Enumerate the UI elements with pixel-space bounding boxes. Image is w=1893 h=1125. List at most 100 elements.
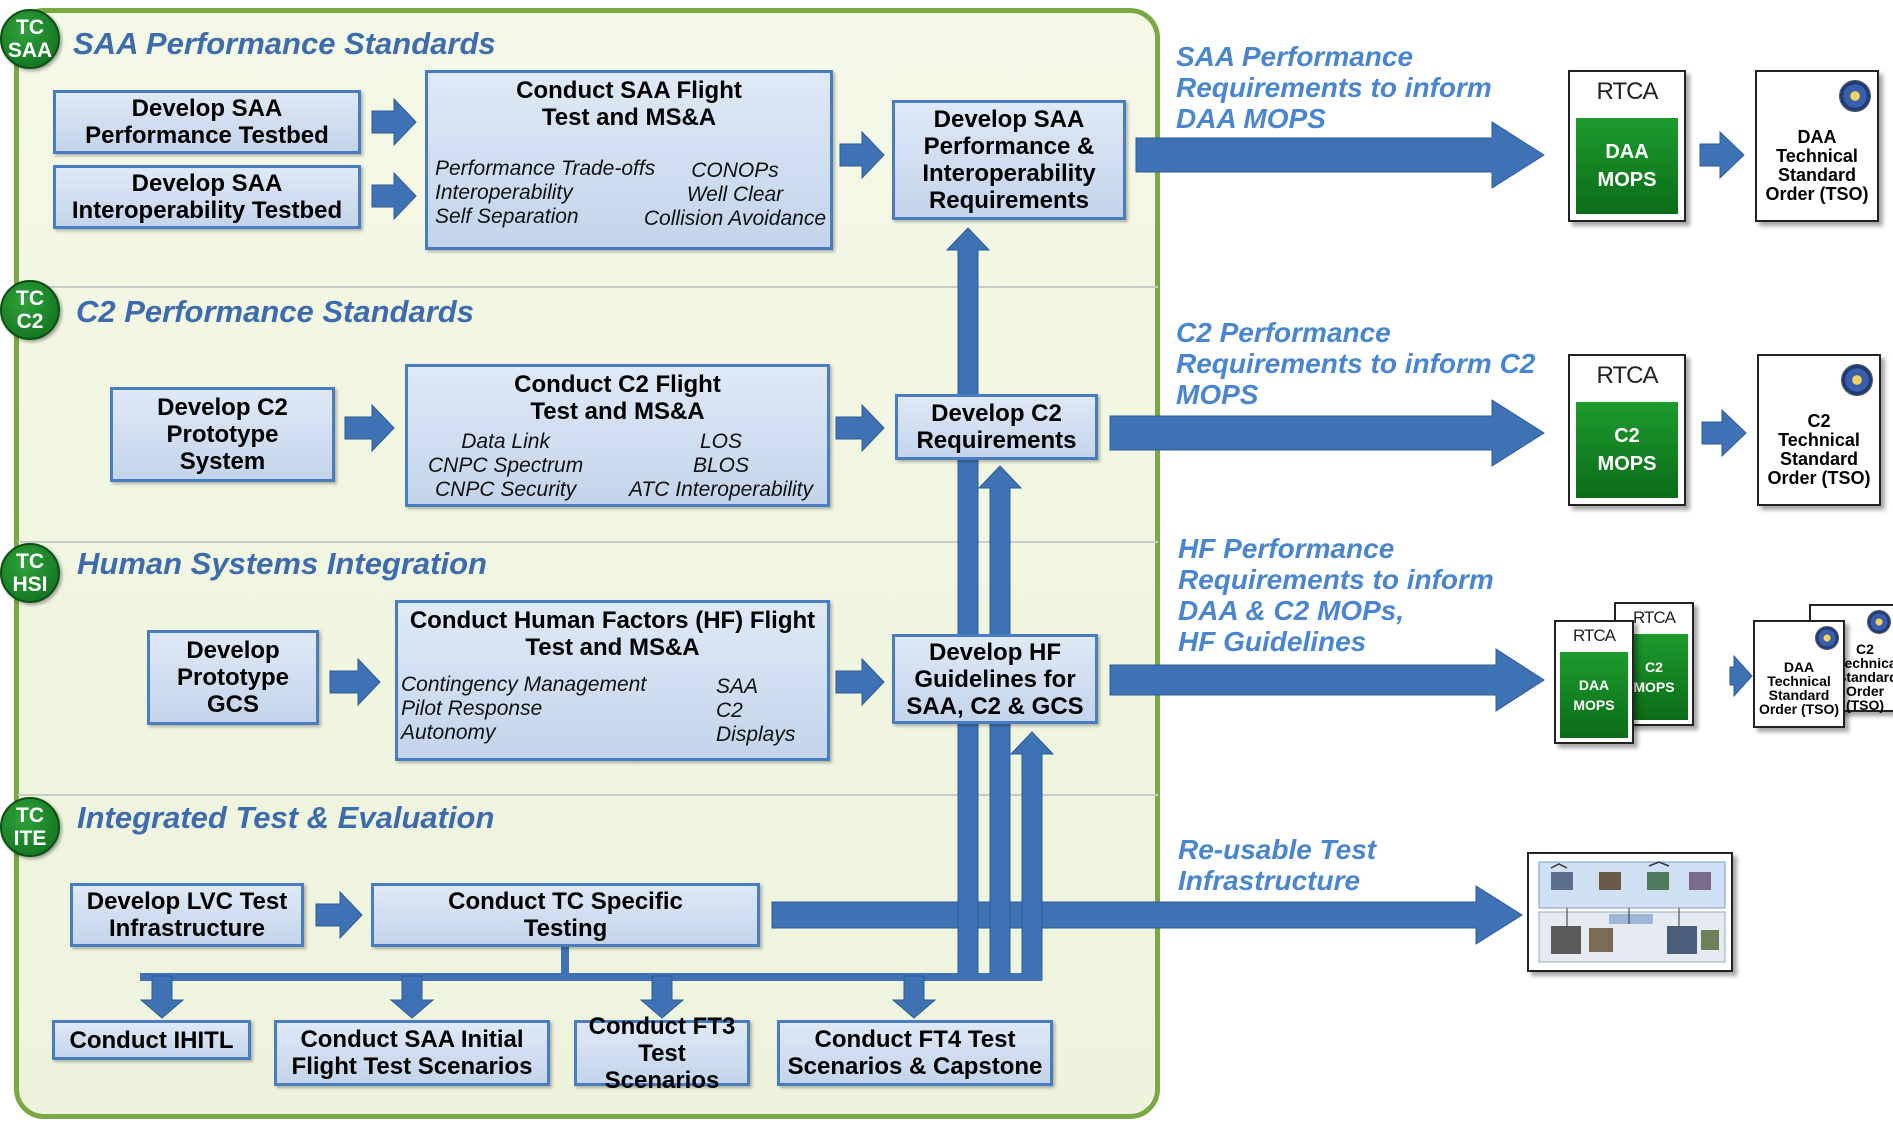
tso-line: Technical: [1778, 430, 1860, 450]
tso-label: C2 Technical Standard Order (TSO): [1837, 642, 1893, 712]
tso-line: DAA: [1783, 659, 1815, 675]
topic-item: ATC Interoperability: [628, 478, 813, 501]
tc-specific-testing-box: Conduct TC Specific Testing: [371, 883, 760, 947]
tso-line: Standard: [1768, 687, 1830, 703]
topic-item: Autonomy: [401, 721, 496, 744]
down-arrow: [139, 975, 185, 1019]
topic-item: Collision Avoidance: [643, 207, 826, 230]
section-title-hsi: Human Systems Integration: [77, 546, 487, 581]
output-arrow-hf: [1109, 648, 1545, 712]
tso-line: DAA: [1797, 127, 1837, 147]
box-title: Conduct Human Factors (HF) Flight Test a…: [409, 607, 816, 661]
tso-line: Order (TSO): [1765, 184, 1869, 204]
saa-interoperability-testbed-box: Develop SAA Interoperability Testbed: [53, 165, 361, 229]
tso-line: C2: [1807, 411, 1831, 431]
mops-cover: DAA MOPS: [1576, 118, 1678, 214]
output-hf-text: HF Performance Requirements to inform DA…: [1178, 533, 1494, 657]
tc-c2-badge: TC C2: [0, 280, 60, 340]
riser-arrow: [945, 227, 991, 981]
topic-item: CONOPs: [691, 159, 779, 182]
c2-flight-test-box: Conduct C2 Flight Test and MS&A Data Lin…: [405, 364, 830, 507]
topic-item: Self Separation: [435, 205, 579, 228]
box-label: Develop C2 Requirements: [916, 400, 1077, 454]
badge-line: TC: [16, 804, 44, 827]
box-label: Conduct FT3 Test Scenarios: [588, 1012, 736, 1094]
topic-list-right: SAA C2 Displays: [716, 675, 795, 747]
daa-tso-document-small: DAA Technical Standard Order (TSO): [1753, 620, 1845, 728]
box-label: Develop SAA Interoperability Testbed: [71, 170, 343, 224]
topic-item: Interoperability: [435, 181, 573, 204]
tso-line: Order (TSO): [1767, 468, 1871, 488]
topic-item: C2: [716, 699, 743, 722]
badge-line: TC: [16, 550, 44, 573]
box-label: Develop SAA Performance Testbed: [85, 95, 329, 149]
section-title-saa: SAA Performance Standards: [73, 26, 496, 61]
box-label: Conduct SAA Initial Flight Test Scenario…: [291, 1026, 533, 1080]
box-label: Conduct IHITL: [69, 1026, 234, 1054]
tso-label: DAA Technical Standard Order (TSO): [1757, 128, 1877, 204]
tso-line: Technical: [1767, 673, 1831, 689]
tso-line: Standard: [1779, 449, 1858, 469]
doc-arrow: [1729, 654, 1753, 698]
mops-cover: C2 MOPS: [1576, 402, 1678, 498]
topic-list-left: Performance Trade-offs Interoperability …: [435, 157, 655, 229]
flow-arrow: [839, 130, 885, 180]
topic-item: CNPC Security: [435, 478, 577, 501]
c2-mops-document: RTCA C2 MOPS: [1568, 354, 1686, 506]
output-saa-text: SAA Performance Requirements to inform D…: [1176, 41, 1492, 134]
badge-line: SAA: [7, 39, 53, 62]
tso-line: Technical: [1837, 655, 1893, 671]
rtca-logo-icon: RTCA: [1596, 78, 1659, 105]
box-label: Develop SAA Performance & Interoperabili…: [922, 106, 1096, 214]
topic-item: Contingency Management: [401, 673, 647, 696]
tso-line: Standard: [1777, 165, 1856, 185]
topic-item: CNPC Spectrum: [428, 454, 584, 477]
mops-label: DAA: [1578, 677, 1610, 693]
daa-tso-document: DAA Technical Standard Order (TSO): [1755, 70, 1879, 222]
box-label: Develop LVC Test Infrastructure: [86, 888, 288, 942]
c2-requirements-box: Develop C2 Requirements: [895, 394, 1098, 460]
badge-line: TC: [16, 287, 44, 310]
tso-label: C2 Technical Standard Order (TSO): [1759, 412, 1879, 488]
test-infrastructure-thumbnail: [1527, 852, 1733, 972]
rtca-logo-icon: RTCA: [1596, 362, 1659, 389]
tc-saa-badge: TC SAA: [0, 9, 60, 69]
badge-line: TC: [16, 16, 44, 39]
badge-line: C2: [16, 310, 44, 333]
c2-prototype-system-box: Develop C2 Prototype System: [110, 387, 335, 482]
down-arrow: [639, 975, 685, 1019]
section-divider: [18, 286, 1158, 288]
mops-label: C2: [1645, 659, 1663, 675]
flow-arrow: [371, 97, 417, 147]
tso-label: DAA Technical Standard Order (TSO): [1755, 660, 1843, 716]
infrastructure-schematic: [1538, 861, 1726, 963]
flow-arrow: [371, 171, 417, 221]
badge-line: HSI: [12, 573, 48, 596]
doc-arrow: [1701, 408, 1747, 458]
ft4-scenarios-box: Conduct FT4 Test Scenarios & Capstone: [777, 1020, 1053, 1086]
saa-requirements-box: Develop SAA Performance & Interoperabili…: [892, 100, 1126, 220]
hf-flight-test-box: Conduct Human Factors (HF) Flight Test a…: [395, 600, 830, 761]
bus-stem: [561, 946, 569, 976]
output-c2-text: C2 Performance Requirements to inform C2…: [1176, 317, 1536, 410]
tso-line: Order (TSO): [1845, 683, 1885, 713]
section-title-c2: C2 Performance Standards: [76, 294, 474, 329]
faa-seal-icon: [1867, 610, 1891, 634]
saa-performance-testbed-box: Develop SAA Performance Testbed: [53, 90, 361, 154]
box-label: Develop C2 Prototype System: [157, 394, 288, 475]
mops-label: MOPS: [1573, 697, 1615, 713]
faa-seal-icon: [1815, 626, 1839, 650]
section-divider: [18, 541, 1158, 543]
prototype-gcs-box: Develop Prototype GCS: [147, 630, 319, 725]
topic-list-right: CONOPs Well Clear Collision Avoidance: [644, 159, 826, 231]
section-divider: [18, 794, 1158, 796]
rtca-logo-icon: RTCA: [1633, 608, 1676, 627]
box-title: Conduct SAA Flight Test and MS&A: [516, 77, 742, 131]
badge-line: ITE: [13, 827, 47, 850]
topic-item: SAA: [716, 675, 759, 698]
topic-item: Performance Trade-offs: [435, 157, 656, 180]
faa-seal-icon: [1839, 80, 1871, 112]
box-label: Develop HF Guidelines for SAA, C2 & GCS: [906, 638, 1084, 720]
